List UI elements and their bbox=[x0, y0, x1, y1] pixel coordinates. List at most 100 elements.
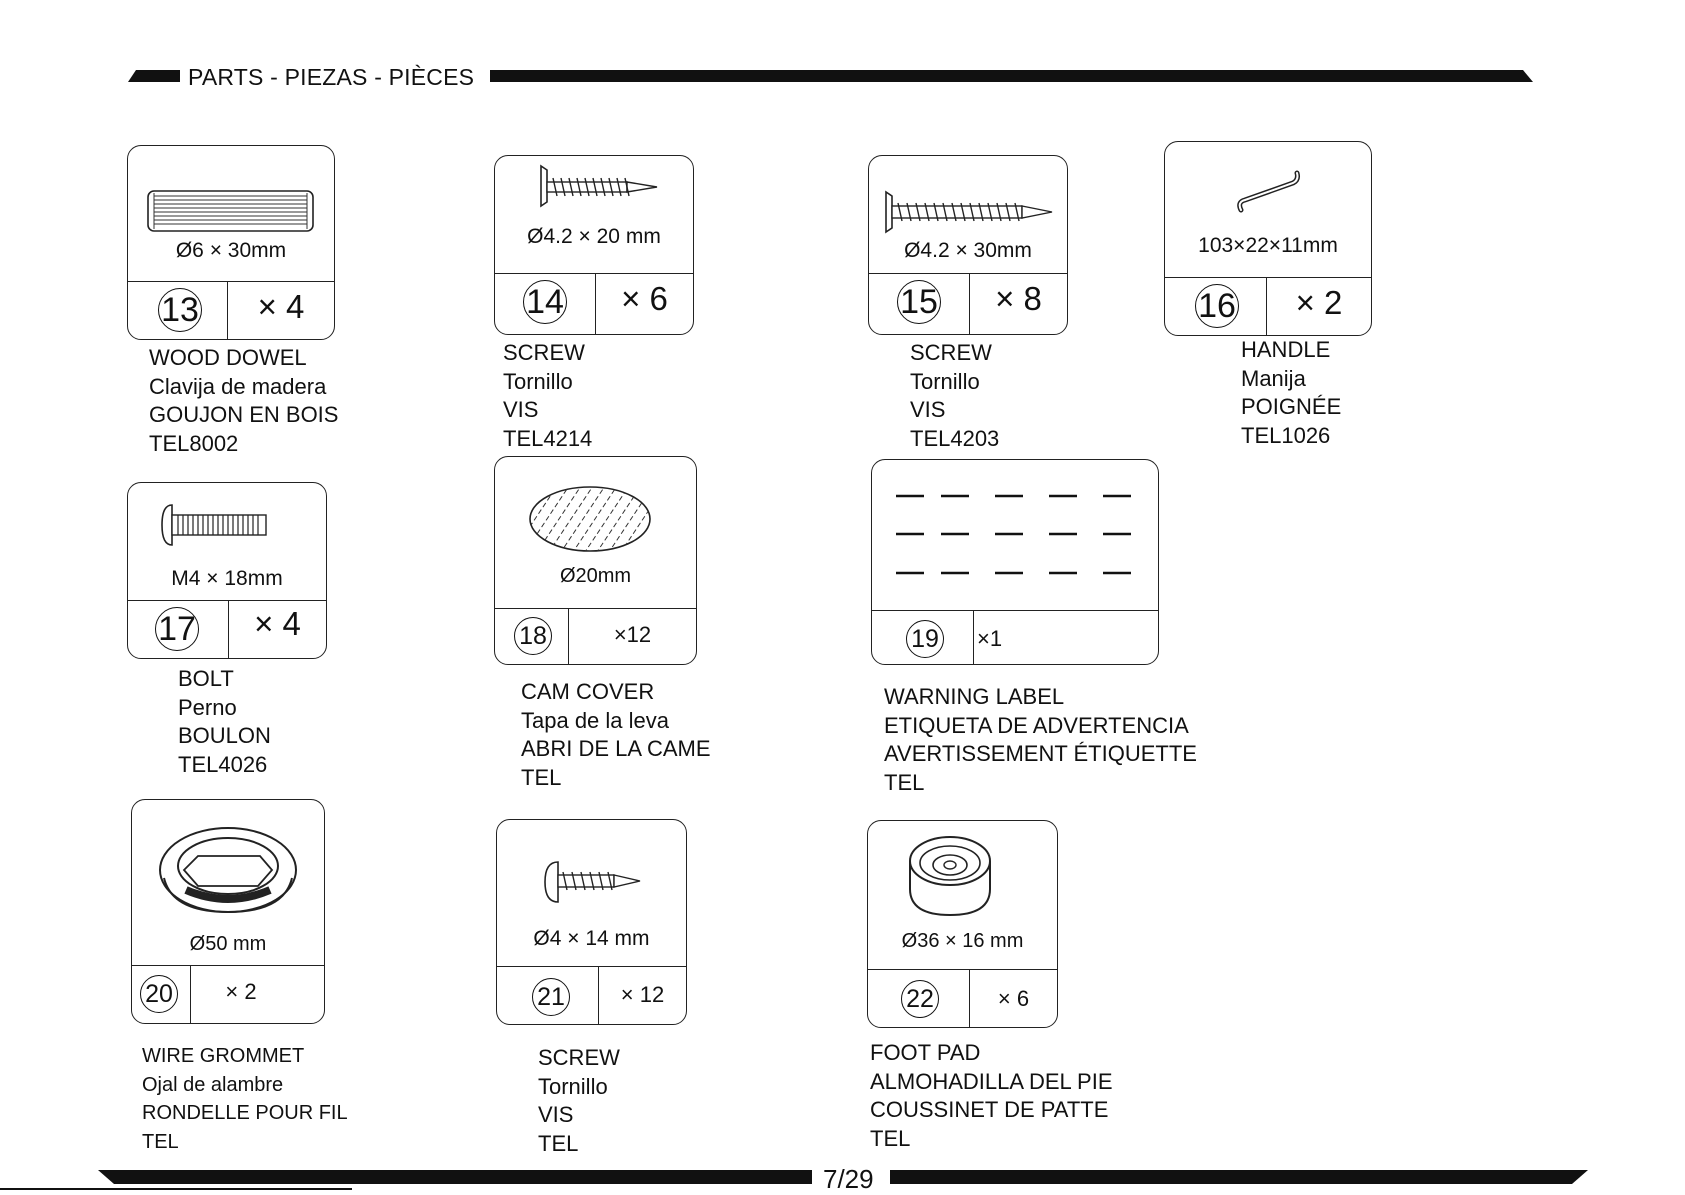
part-code: TEL4214 bbox=[503, 425, 593, 451]
handle-icon bbox=[1237, 170, 1300, 213]
part-18-description: CAM COVER Tapa de la leva ABRI DE LA CAM… bbox=[521, 678, 711, 792]
divider bbox=[497, 966, 686, 967]
part-22-description: FOOT PAD ALMOHADILLA DEL PIE COUSSINET D… bbox=[870, 1039, 1113, 1153]
part-number: 13 bbox=[158, 288, 202, 332]
part-16-description: HANDLE Manija POIGNÉE TEL1026 bbox=[1241, 336, 1341, 450]
part-code: TEL bbox=[142, 1130, 179, 1153]
name-en: HANDLE bbox=[1241, 337, 1331, 362]
part-17-card: M4 × 18mm 17 × 4 bbox=[127, 482, 327, 659]
divider bbox=[190, 965, 191, 1023]
foot-pad-icon bbox=[909, 836, 991, 917]
name-es: ALMOHADILLA DEL PIE bbox=[870, 1068, 1113, 1094]
part-19-card: 19 ×1 bbox=[871, 459, 1159, 665]
part-number: 22 bbox=[901, 980, 939, 1018]
part-number: 19 bbox=[906, 620, 944, 658]
divider bbox=[868, 969, 1057, 970]
name-es: Ojal de alambre bbox=[142, 1073, 284, 1096]
part-quantity: ×12 bbox=[613, 622, 652, 647]
divider bbox=[595, 273, 596, 334]
part-quantity: × 6 bbox=[621, 280, 668, 317]
part-15-card: Ø4.2 × 30mm 15 × 8 bbox=[868, 155, 1068, 335]
part-code: TEL8002 bbox=[149, 430, 239, 456]
divider bbox=[1165, 277, 1371, 278]
part-quantity: × 4 bbox=[254, 605, 301, 642]
divider bbox=[869, 273, 1067, 274]
part-15-description: SCREW Tornillo VIS TEL4203 bbox=[910, 339, 999, 453]
part-quantity: × 2 bbox=[1295, 284, 1343, 321]
wood-dowel-icon bbox=[147, 190, 314, 232]
divider bbox=[969, 273, 970, 334]
part-16-card: 103×22×11mm 16 × 2 bbox=[1164, 141, 1372, 336]
name-es: ETIQUETA DE ADVERTENCIA bbox=[884, 712, 1189, 738]
name-fr: POIGNÉE bbox=[1241, 394, 1342, 419]
part-number: 21 bbox=[532, 978, 570, 1016]
part-dimension: 103×22×11mm bbox=[1198, 234, 1338, 257]
name-en: BOLT bbox=[178, 666, 234, 691]
divider bbox=[1266, 277, 1267, 335]
part-20-description: WIRE GROMMET Ojal de alambre RONDELLE PO… bbox=[142, 1042, 348, 1156]
part-dimension: Ø50 mm bbox=[189, 933, 267, 955]
part-21-card: Ø4 × 14 mm 21 × 12 bbox=[496, 819, 687, 1025]
divider bbox=[973, 610, 974, 664]
cam-cover-icon bbox=[529, 486, 651, 552]
name-es: Manija bbox=[1241, 365, 1306, 391]
part-dimension: Ø4 × 14 mm bbox=[533, 927, 650, 950]
screw-icon bbox=[885, 190, 1053, 234]
part-20-card: Ø50 mm 20 × 2 bbox=[131, 799, 325, 1024]
name-fr: VIS bbox=[910, 397, 946, 422]
divider bbox=[568, 608, 569, 664]
part-quantity: × 8 bbox=[995, 280, 1042, 317]
name-fr: AVERTISSEMENT ÉTIQUETTE bbox=[884, 741, 1197, 766]
name-en: CAM COVER bbox=[521, 679, 655, 704]
part-quantity: × 4 bbox=[257, 288, 305, 325]
name-es: Tornillo bbox=[910, 368, 980, 394]
name-fr: VIS bbox=[503, 397, 539, 422]
part-number: 20 bbox=[140, 975, 178, 1013]
part-dimension: M4 × 18mm bbox=[171, 567, 283, 590]
part-number: 15 bbox=[897, 280, 941, 324]
divider bbox=[128, 600, 326, 601]
divider bbox=[969, 969, 970, 1027]
name-en: FOOT PAD bbox=[870, 1040, 981, 1065]
part-code: TEL bbox=[884, 769, 925, 795]
part-number: 16 bbox=[1195, 284, 1239, 328]
part-code: TEL4203 bbox=[910, 425, 1000, 451]
part-13-card: Ø6 × 30mm 13 × 4 bbox=[127, 145, 335, 340]
name-fr: RONDELLE POUR FIL bbox=[142, 1102, 348, 1124]
part-number: 18 bbox=[514, 617, 552, 655]
page-number: 7/29 bbox=[823, 1164, 874, 1194]
divider bbox=[598, 966, 599, 1024]
name-es: Tornillo bbox=[503, 368, 573, 394]
part-quantity: × 12 bbox=[620, 982, 665, 1007]
name-es: Perno bbox=[178, 694, 237, 720]
part-17-description: BOLT Perno BOULON TEL4026 bbox=[178, 665, 271, 779]
part-22-card: Ø36 × 16 mm 22 × 6 bbox=[867, 820, 1058, 1028]
part-dimension: Ø4.2 × 20 mm bbox=[527, 225, 661, 248]
name-en: WIRE GROMMET bbox=[142, 1045, 305, 1067]
part-dimension: Ø20mm bbox=[559, 565, 632, 587]
divider bbox=[227, 281, 228, 339]
divider bbox=[872, 610, 1158, 611]
footer-rule bbox=[0, 1170, 1588, 1190]
name-fr: BOULON bbox=[178, 723, 271, 748]
name-fr: GOUJON EN BOIS bbox=[149, 402, 339, 427]
divider bbox=[132, 965, 324, 966]
name-es: Tornillo bbox=[538, 1073, 608, 1099]
divider bbox=[128, 281, 334, 282]
name-en: WARNING LABEL bbox=[884, 684, 1065, 709]
part-14-description: SCREW Tornillo VIS TEL4214 bbox=[503, 339, 592, 453]
part-14-card: Ø4.2 × 20 mm 14 × 6 bbox=[494, 155, 694, 335]
bolt-icon bbox=[161, 504, 267, 546]
name-es: Clavija de madera bbox=[149, 373, 327, 399]
part-dimension: Ø4.2 × 30mm bbox=[904, 239, 1032, 262]
part-code: TEL bbox=[870, 1125, 911, 1151]
part-dimension: Ø6 × 30mm bbox=[175, 239, 287, 262]
part-code: TEL bbox=[538, 1130, 579, 1156]
part-number: 14 bbox=[523, 280, 567, 324]
page-title: PARTS - PIEZAS - PIÈCES bbox=[188, 64, 475, 90]
name-en: SCREW bbox=[910, 340, 992, 365]
name-fr: ABRI DE LA CAME bbox=[521, 736, 711, 761]
divider bbox=[228, 600, 229, 658]
name-es: Tapa de la leva bbox=[521, 707, 669, 733]
part-21-description: SCREW Tornillo VIS TEL bbox=[538, 1044, 620, 1158]
